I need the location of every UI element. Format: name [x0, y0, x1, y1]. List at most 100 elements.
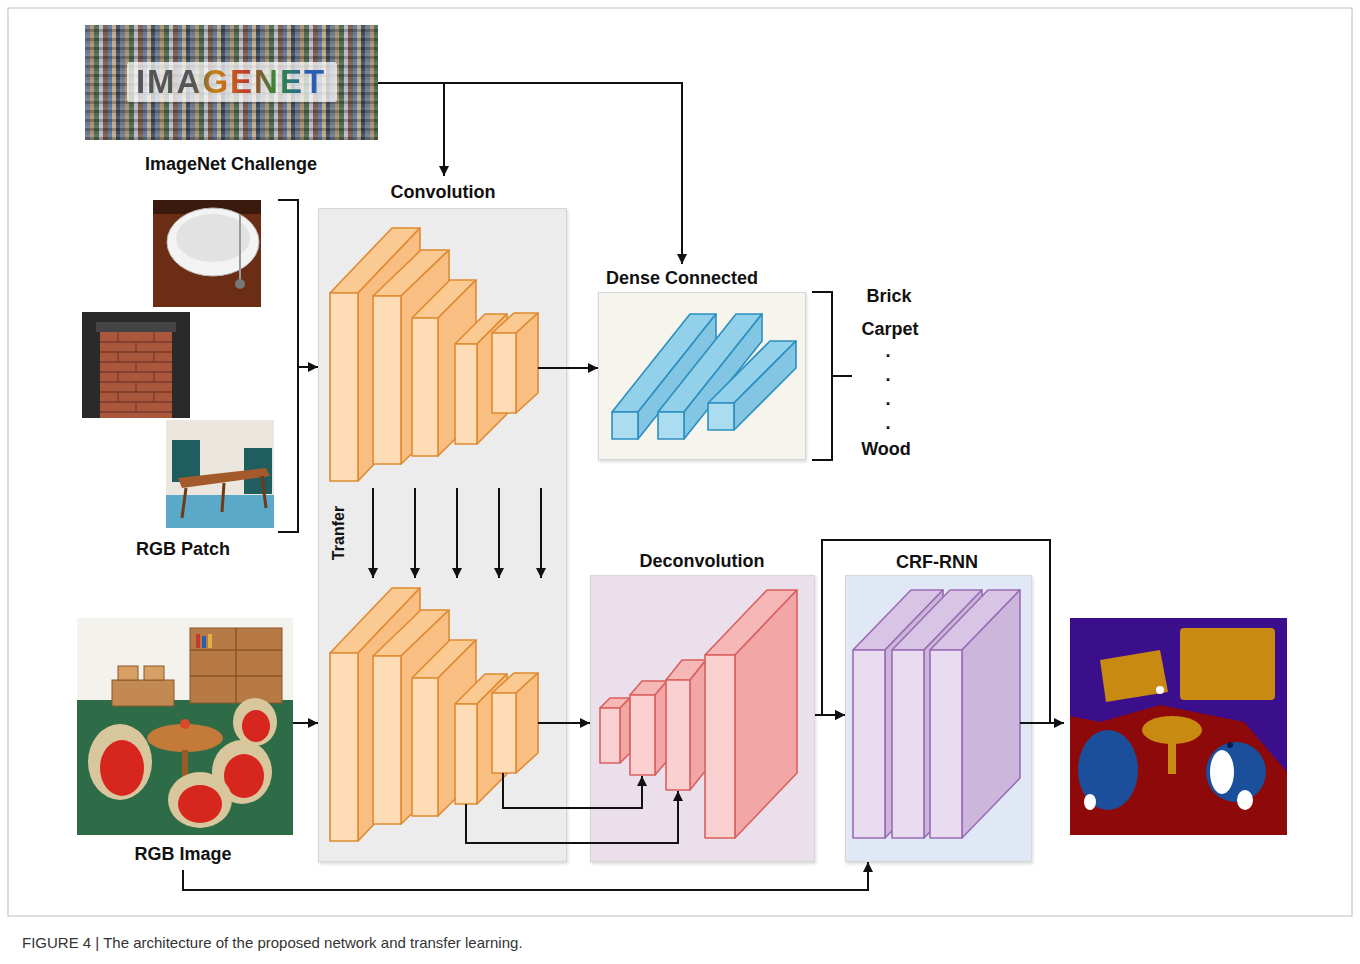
class-bracket [812, 292, 852, 460]
panel-heading: Deconvolution [640, 551, 765, 573]
encoder-stack [438, 280, 476, 456]
rgb-image-photo [178, 785, 222, 823]
crf-layer [853, 590, 1020, 838]
crf-layer [853, 650, 885, 838]
segmentation-output [1227, 742, 1233, 748]
rgb-image-photo [77, 618, 293, 835]
rgb-image-photo [202, 636, 206, 648]
panel-heading: Convolution [391, 182, 496, 204]
figure-frame [8, 8, 1352, 916]
dense-layer [708, 403, 734, 430]
rgb-patch-photo [172, 440, 200, 482]
patch-bracket [278, 200, 302, 532]
rgb-patch-photo [100, 332, 172, 418]
segmentation-output [1168, 740, 1176, 774]
rgb-image-photo [77, 700, 293, 835]
connector-arrow [822, 540, 1050, 723]
encoder-stack [373, 296, 401, 464]
node-caption: ImageNet Challenge [145, 154, 317, 176]
connector-arrow [567, 367, 598, 369]
rgb-image-photo [180, 719, 190, 729]
rgb-image-photo [168, 772, 232, 828]
dense-layer [734, 341, 796, 430]
segmentation-output [1156, 686, 1164, 694]
rgb-image-photo [208, 634, 212, 648]
crf-layer [892, 650, 924, 838]
logo-text: IMAGENET [136, 62, 326, 102]
rgb-patch-photo [100, 342, 172, 412]
segmentation-output [1070, 618, 1287, 835]
dense-layer [658, 412, 684, 439]
rgb-patch-photo [167, 208, 259, 276]
rgb-image-photo [196, 634, 200, 648]
ellipsis-dot: . [885, 413, 890, 435]
transfer-arrow [498, 488, 500, 578]
ellipsis-dot: . [885, 389, 890, 411]
segmentation-output [1237, 790, 1253, 810]
decoder-stack [600, 708, 620, 763]
stack-output-line [538, 367, 567, 369]
decoder-stack [735, 590, 797, 838]
rgb-image-photo [144, 666, 164, 680]
ellipsis-dot: . [885, 365, 890, 387]
segmentation-output [1206, 742, 1266, 802]
skip-connection [466, 791, 678, 843]
class-label: Wood [861, 439, 911, 461]
class-label: Carpet [861, 319, 918, 341]
transfer-label: Tranfer [329, 506, 348, 560]
rgb-patch-photo [153, 200, 261, 307]
connector-arrow [302, 366, 318, 368]
rgb-patch-photo [239, 214, 241, 282]
transfer-arrow [372, 488, 374, 578]
node-caption: RGB Patch [136, 539, 230, 561]
connector-arrow [183, 862, 868, 890]
rgb-patch-photo [82, 312, 190, 418]
crf-layer [962, 590, 1020, 838]
encoder-stack [516, 313, 538, 413]
segmentation-output [1180, 628, 1275, 700]
segmentation-output [1210, 750, 1234, 794]
encoder-stack [492, 333, 516, 413]
connector-arrow [378, 83, 682, 264]
rgb-patch-photo [176, 214, 250, 262]
rgb-patch-photo [96, 322, 176, 332]
encoder-stack [412, 318, 438, 456]
panel-heading: CRF-RNN [896, 552, 978, 574]
connector-arrow [293, 722, 318, 724]
decoder-stack [620, 698, 630, 763]
encoder-stack [330, 588, 538, 841]
transfer-arrow [373, 488, 541, 578]
figure-caption: FIGURE 4 | The architecture of the propo… [22, 934, 523, 952]
transfer-arrow [456, 488, 458, 578]
crf-layer [930, 650, 962, 838]
encoder-stack [330, 228, 538, 481]
decoder-stack [690, 660, 706, 790]
skip-connection [503, 773, 642, 808]
connector-arrow [378, 83, 444, 176]
segmentation-output [1078, 730, 1138, 810]
segmentation-output [1100, 650, 1168, 702]
rgb-image-photo [190, 628, 282, 703]
stack-output-line [538, 722, 567, 724]
panel-heading: Dense Connected [606, 268, 758, 290]
dense-layer [612, 412, 638, 439]
rgb-image-photo [112, 680, 174, 706]
transfer-arrow [414, 488, 416, 578]
rgb-image-photo [88, 724, 152, 800]
dense-layer [612, 314, 796, 439]
imagenet-dataset: IMAGENET ImageNet Challenge [85, 25, 378, 177]
segmentation-output [1084, 794, 1096, 810]
decoder-stack [600, 590, 797, 838]
decoder-stack [630, 695, 655, 775]
transfer-arrow [540, 488, 542, 578]
rgb-image-photo [233, 698, 277, 746]
rgb-patch-photo [82, 200, 274, 528]
segmentation-output [1142, 716, 1202, 744]
rgb-patch-photo [235, 279, 245, 289]
rgb-image-photo [190, 628, 282, 703]
segmentation-output [1070, 618, 1287, 835]
rgb-image-photo [118, 666, 138, 680]
rgb-patch-photo [166, 420, 274, 528]
